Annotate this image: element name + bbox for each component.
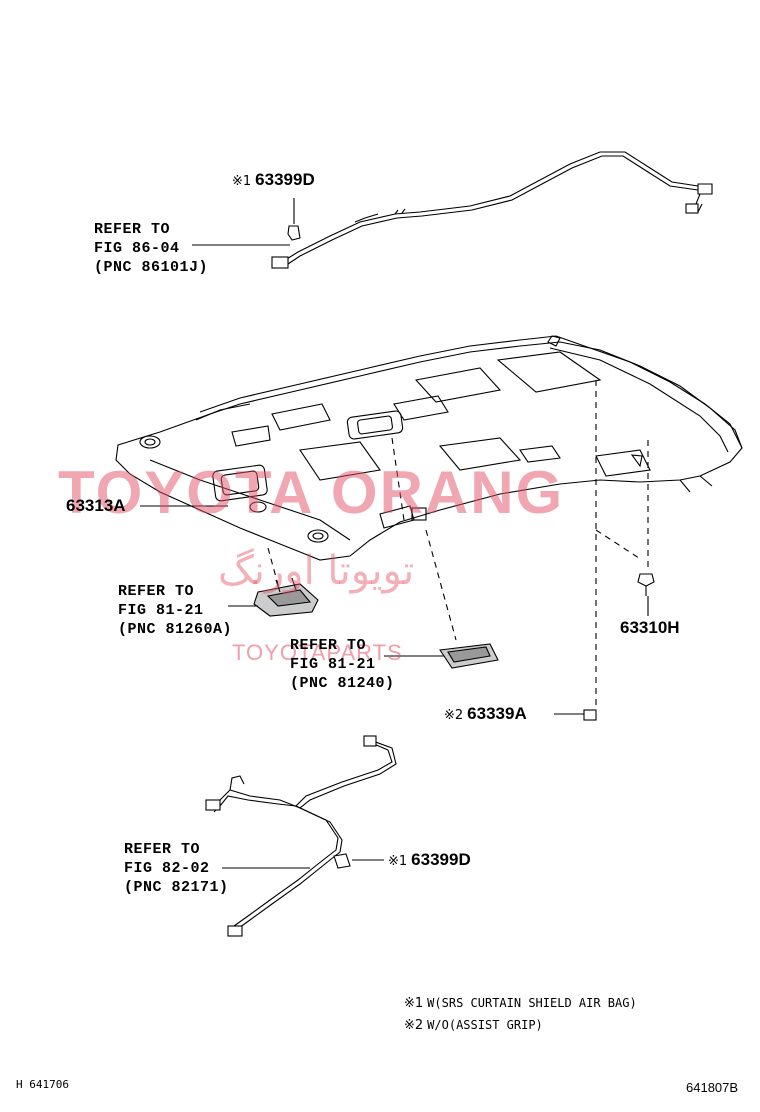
reference-block-86-04: REFER TO FIG 86-04 (PNC 86101J) xyxy=(94,220,208,277)
part-number: 63399D xyxy=(255,170,315,189)
note-mark-2: ※2 xyxy=(444,708,464,723)
part-number: 63339A xyxy=(467,704,527,723)
ref-line-3: (PNC 82171) xyxy=(124,879,229,896)
clip-63310H xyxy=(637,573,655,596)
ref-line-3: (PNC 81240) xyxy=(290,675,395,692)
part-number: 63399D xyxy=(411,850,471,869)
footer-figure-number: 641807B xyxy=(686,1080,739,1095)
clip-63339A xyxy=(583,709,597,721)
ref-line-1: REFER TO xyxy=(124,841,201,858)
ref-line-1: REFER TO xyxy=(118,583,195,600)
headliner-panel xyxy=(115,335,743,561)
ref-line-1: REFER TO xyxy=(290,637,367,654)
map-lamp xyxy=(253,577,319,617)
ref-line-3: (PNC 86101J) xyxy=(94,259,209,276)
ref-line-2: FIG 82-02 xyxy=(124,860,210,877)
footer-left-code: H 641706 xyxy=(16,1078,69,1091)
note-text: W(SRS CURTAIN SHIELD AIR BAG) xyxy=(427,996,637,1010)
room-lamp xyxy=(439,643,499,669)
watermark-brand: TOYOTA ORANG xyxy=(58,459,565,526)
note-mark: ※1 xyxy=(404,996,424,1011)
part-label-63313A: 63313A xyxy=(66,496,126,515)
note-mark-1: ※1 xyxy=(232,174,252,189)
ref-line-2: FIG 86-04 xyxy=(94,240,180,257)
part-label-63310H: 63310H xyxy=(620,618,680,637)
ref-line-3: (PNC 81260A) xyxy=(118,621,233,638)
watermark-arabic: تويوتا اورنگ xyxy=(218,548,415,594)
ref-line-1: REFER TO xyxy=(94,221,171,238)
lower-wire-harness xyxy=(205,735,397,937)
upper-wire-harness xyxy=(271,151,713,269)
reference-block-82-02: REFER TO FIG 82-02 (PNC 82171) xyxy=(124,840,229,897)
note-text: W/O(ASSIST GRIP) xyxy=(427,1018,543,1032)
ref-line-2: FIG 81-21 xyxy=(290,656,376,673)
watermark-sub: TOYOTAPARTS xyxy=(232,640,403,665)
reference-block-81-21a: REFER TO FIG 81-21 (PNC 81260A) xyxy=(118,582,232,639)
note-mark: ※2 xyxy=(404,1018,424,1033)
note-mark-1: ※1 xyxy=(388,854,408,869)
ref-line-2: FIG 81-21 xyxy=(118,602,204,619)
reference-block-81-21b: REFER TO FIG 81-21 (PNC 81240) xyxy=(290,636,395,693)
